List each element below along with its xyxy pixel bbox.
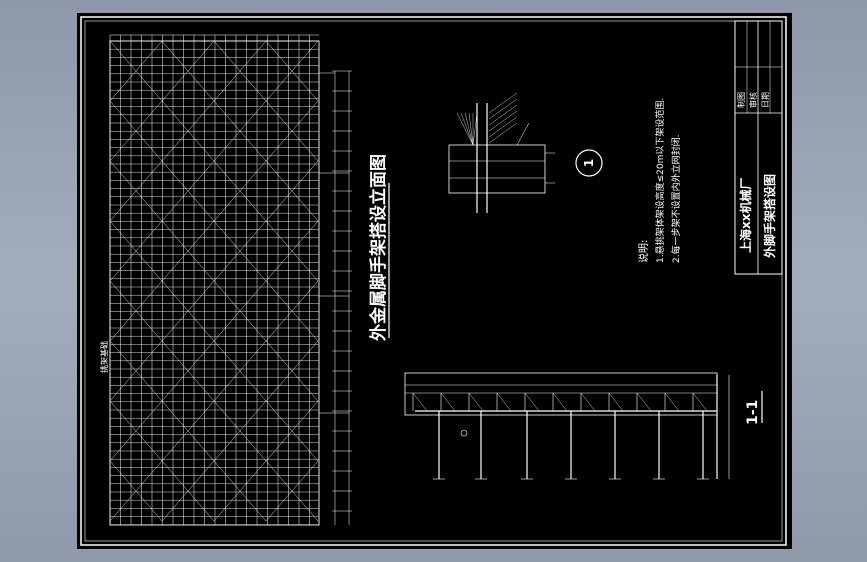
brace-line [161, 340, 215, 402]
brace-line [213, 40, 267, 102]
brace-line [213, 340, 267, 402]
detail-section [448, 92, 555, 213]
brace-line [213, 100, 267, 162]
brace-line [161, 160, 215, 222]
section-diag [580, 392, 596, 412]
brace-line [109, 220, 163, 282]
detail-leader [468, 112, 474, 146]
detail-leader [488, 110, 518, 132]
note-1: 1.悬挑架体架设高度≤20m以下架设范围. [654, 98, 666, 263]
brace-line [265, 340, 319, 402]
brace-line [213, 460, 267, 522]
sheet-outer-border [80, 16, 787, 546]
brace-line [265, 280, 319, 342]
brace-line [265, 460, 319, 522]
brace-line [109, 400, 163, 462]
sheet-inner-border [84, 20, 783, 542]
drawing-line [516, 122, 530, 146]
brace-line [161, 220, 215, 282]
brace-line [213, 220, 267, 282]
brace-line [109, 160, 163, 222]
detail-leader [488, 104, 518, 126]
cad-drawing: 挑架基础 外金属脚手架搭设立面图 1 说明: 1.悬挑架体架设高度≤20m以下架… [80, 16, 787, 546]
brace-line [161, 100, 215, 162]
side-label: 挑架基础 [99, 341, 109, 373]
detail-leader [472, 112, 478, 146]
detail-frame [448, 144, 546, 194]
detail-leader [488, 122, 518, 144]
brace-line [109, 460, 163, 522]
detail-leader [460, 112, 474, 146]
brace-line [265, 220, 319, 282]
detail-bubble-label: 1 [582, 159, 596, 167]
brace-line [265, 100, 319, 162]
brace-line [213, 280, 267, 342]
section-diag [664, 392, 680, 412]
cad-viewport[interactable]: 挑架基础 外金属脚手架搭设立面图 1 说明: 1.悬挑架体架设高度≤20m以下架… [77, 13, 792, 549]
section-diag [552, 392, 568, 412]
detail-leader [464, 112, 474, 146]
section-title: 1-1 [745, 400, 761, 425]
title-field-1: 制图 [736, 92, 746, 108]
brace-line [161, 280, 215, 342]
brace-line [213, 400, 267, 462]
title-field-2: 审核 [748, 92, 758, 108]
brace-line [265, 160, 319, 222]
section-diag [524, 392, 540, 412]
note-2: 2.每一步架不设置内外立网封闭. [670, 135, 682, 263]
detail-leader [488, 116, 518, 138]
section-drawing [404, 372, 730, 480]
brace-line [265, 400, 319, 462]
brace-line [109, 340, 163, 402]
section-diag [440, 392, 456, 412]
section-diag [468, 392, 484, 412]
title-block [734, 20, 783, 275]
title-drawing-name: 外脚手架搭设图 [762, 174, 777, 258]
anchor-bubble [460, 429, 468, 437]
notes-heading: 说明: [637, 240, 650, 263]
brace-line [161, 40, 215, 102]
title-field-3: 日期 [761, 92, 770, 108]
section-diag [412, 392, 428, 412]
brace-line [109, 100, 163, 162]
section-diag [692, 392, 708, 412]
main-title: 外金属脚手架搭设立面图 [368, 154, 389, 341]
detail-leader [488, 92, 518, 114]
brace-line [161, 400, 215, 462]
detail-leader [488, 98, 518, 120]
title-company: 上海xx机械厂 [738, 178, 753, 253]
brace-line [265, 40, 319, 102]
brace-line [213, 160, 267, 222]
section-frame [404, 372, 718, 416]
brace-line [109, 40, 163, 102]
section-diag [608, 392, 624, 412]
brace-line [109, 280, 163, 342]
section-diag [636, 392, 652, 412]
detail-leader [456, 112, 474, 146]
scaffold-elevation [109, 34, 352, 526]
section-diag [496, 392, 512, 412]
brace-line [161, 460, 215, 522]
detail-bubble [575, 149, 603, 177]
